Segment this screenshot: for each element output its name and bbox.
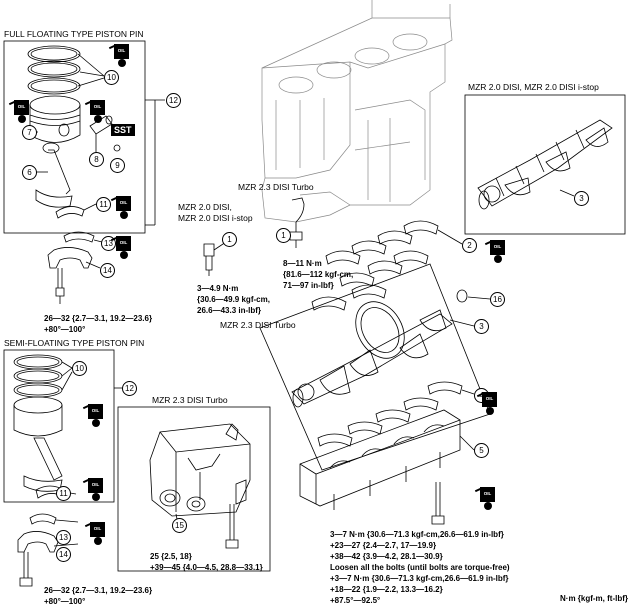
full-piston-rings	[27, 45, 81, 95]
callout-jet-left: 1	[222, 232, 237, 247]
full-floating-heading: FULL FLOATING TYPE PISTON PIN	[4, 29, 144, 39]
torque-main-7: +87.5°—92.5°	[330, 596, 381, 605]
oil-jet-left	[203, 243, 215, 276]
callout-full-bearing: 11	[96, 197, 111, 212]
mzr20-left-heading-line1: MZR 2.0 DISI,	[178, 202, 232, 212]
semi-piston-rings	[13, 354, 63, 398]
torque-pan-1: 25 {2.5, 18}	[150, 552, 192, 561]
torque-jet-top-2: {81.6—112 kgf-cm,	[283, 270, 354, 279]
semi-rod-cap	[17, 531, 59, 578]
mzr20-stop-heading: MZR 2.0 DISI, MZR 2.0 DISI i-stop	[468, 82, 599, 92]
oil-icon: OIL	[110, 236, 133, 259]
callout-full-pin: 8	[89, 152, 104, 167]
callout-crank-mzr20: 3	[574, 191, 589, 206]
callout-oil-pan: 15	[172, 518, 187, 533]
callout-semi-rings: 10	[72, 361, 87, 376]
oil-icon: OIL	[108, 44, 131, 67]
torque-rod-semi-1: 26—32 {2.7—3.1, 19.2—23.6}	[44, 586, 153, 595]
torque-main-4: Loosen all the bolts (until bolts are to…	[330, 563, 510, 572]
callout-full-piston: 7	[22, 125, 37, 140]
oil-jet-top	[289, 197, 305, 248]
callout-upper-bearings: 2	[462, 238, 477, 253]
callout-thrust: 16	[490, 292, 505, 307]
main-cap-bolt	[431, 482, 445, 525]
torque-rod-semi-2: +80°—100°	[44, 597, 86, 606]
torque-rod-full-1: 26—32 {2.7—3.1, 19.2—23.6}	[44, 314, 153, 323]
callout-full-group: 12	[166, 93, 181, 108]
full-floating-box	[3, 40, 146, 234]
units-legend: N·m {kgf-m, ft-lbf}	[560, 594, 628, 603]
semi-piston-rod	[13, 396, 63, 492]
callout-semi-cap: 14	[56, 547, 71, 562]
cylinder-block	[261, 0, 453, 223]
callout-full-rod: 6	[22, 165, 37, 180]
callout-main-caps: 5	[474, 443, 489, 458]
full-rod-bearing-lower	[63, 231, 95, 243]
crank-mzr20-box	[464, 94, 626, 235]
semi-rod-bolt	[19, 577, 33, 587]
upper-main-bearings	[311, 220, 439, 311]
crankshaft-mzr23	[291, 301, 453, 408]
callout-jet-top: 1	[276, 228, 291, 243]
callout-full-cap: 14	[100, 263, 115, 278]
semi-floating-heading: SEMI-FLOATING TYPE PISTON PIN	[4, 338, 145, 348]
full-rod-bolt	[55, 287, 65, 304]
torque-main-1: 3—7 N·m {30.6—71.3 kgf-cm,26.6—61.9 in-l…	[330, 530, 504, 539]
oil-icon: OIL	[82, 404, 105, 427]
oil-icon: OIL	[474, 487, 497, 510]
full-rod-bearing	[55, 206, 85, 219]
torque-jet-left-1: 3—4.9 N·m	[197, 284, 239, 293]
crankshaft-mzr20	[477, 119, 613, 210]
oil-icon: OIL	[84, 100, 107, 123]
torque-jet-top-3: 71—97 in-lbf}	[283, 281, 334, 290]
oil-icon: OIL	[476, 392, 499, 415]
main-bearing-caps	[299, 409, 461, 510]
callout-full-rings: 10	[104, 70, 119, 85]
oil-icon: OIL	[8, 100, 31, 123]
mzr20-left-heading-line2: MZR 2.0 DISI i-stop	[178, 213, 253, 223]
callout-crank-mzr23: 3	[474, 319, 489, 334]
semi-rod-bearing-lower	[29, 513, 57, 525]
mzr23-turbo-pan-heading: MZR 2.3 DISI Turbo	[152, 395, 228, 405]
oil-icon: OIL	[84, 522, 107, 545]
oil-pan-bolt	[225, 504, 239, 549]
callout-semi-group: 12	[122, 381, 137, 396]
torque-main-6: +18—22 {1.9—2.2, 13.3—16.2}	[330, 585, 443, 594]
callout-full-clip: 9	[110, 158, 125, 173]
torque-jet-top-1: 8—11 N·m	[283, 259, 322, 268]
oil-icon: OIL	[110, 196, 133, 219]
torque-rod-full-2: +80°—100°	[44, 325, 86, 334]
full-connecting-rod	[35, 142, 73, 208]
callout-semi-cap-bearing: 13	[56, 530, 71, 545]
oil-pan-box	[117, 406, 271, 572]
torque-pan-2: +39—45 {4.0—4.5, 28.8—33.1}	[150, 563, 263, 572]
torque-main-5: +3—7 N·m {30.6—71.3 kgf-cm,26.6—61.9 in-…	[330, 574, 509, 583]
lower-main-bearings	[317, 381, 463, 447]
torque-jet-left-2: {30.6—49.9 kgf-cm,	[197, 295, 270, 304]
torque-main-3: +38—42 {3.9—4.2, 28.1—30.9}	[330, 552, 443, 561]
sst-badge: SST	[111, 124, 135, 136]
torque-main-2: +23—27 {2.4—2.7, 17—19.9}	[330, 541, 437, 550]
torque-jet-left-3: 26.6—43.3 in-lbf}	[197, 306, 262, 315]
oil-pan-upper-turbo	[149, 423, 251, 517]
mzr23-turbo-crank-heading: MZR 2.3 DISI Turbo	[220, 320, 296, 330]
full-piston	[29, 95, 81, 143]
oil-icon: OIL	[82, 478, 105, 501]
mzr23-turbo-top-heading: MZR 2.3 DISI Turbo	[238, 182, 314, 192]
callout-semi-bearing: 11	[56, 486, 71, 501]
thrust-bearing	[456, 289, 468, 303]
full-rod-cap	[47, 247, 93, 288]
oil-icon: OIL	[484, 240, 507, 263]
semi-floating-box	[3, 349, 115, 503]
